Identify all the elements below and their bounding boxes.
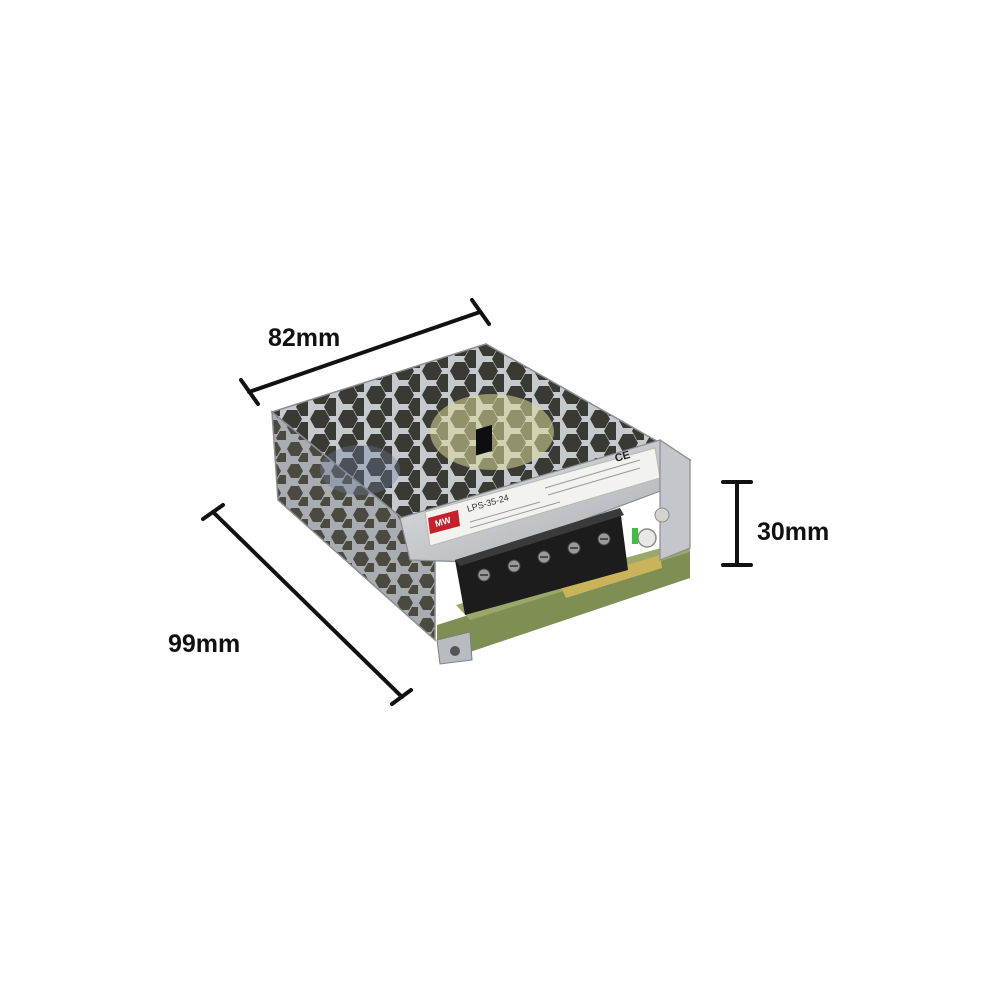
dimension-line-width — [239, 298, 491, 406]
dimension-line-height — [721, 480, 753, 567]
terminal-screw — [476, 424, 492, 582]
power-led — [632, 528, 638, 544]
dimension-label-height: 30mm — [757, 518, 830, 546]
terminal-screw — [537, 550, 551, 564]
terminal-screw — [567, 541, 581, 555]
svg-text:MW: MW — [434, 515, 453, 529]
adjust-potentiometer — [637, 528, 657, 548]
case-right-endplate — [659, 438, 691, 561]
dimension-line-depth — [201, 503, 413, 706]
terminal-screw — [597, 532, 611, 546]
screw-terminals — [476, 424, 611, 582]
dimension-label-width: 82mm — [268, 324, 341, 352]
label-fine-print — [469, 459, 641, 529]
terminal-screw — [507, 559, 521, 573]
dimension-label-depth: 99mm — [168, 630, 241, 658]
ce-mark: CE — [614, 449, 632, 465]
brand-logo: MW — [428, 510, 460, 534]
